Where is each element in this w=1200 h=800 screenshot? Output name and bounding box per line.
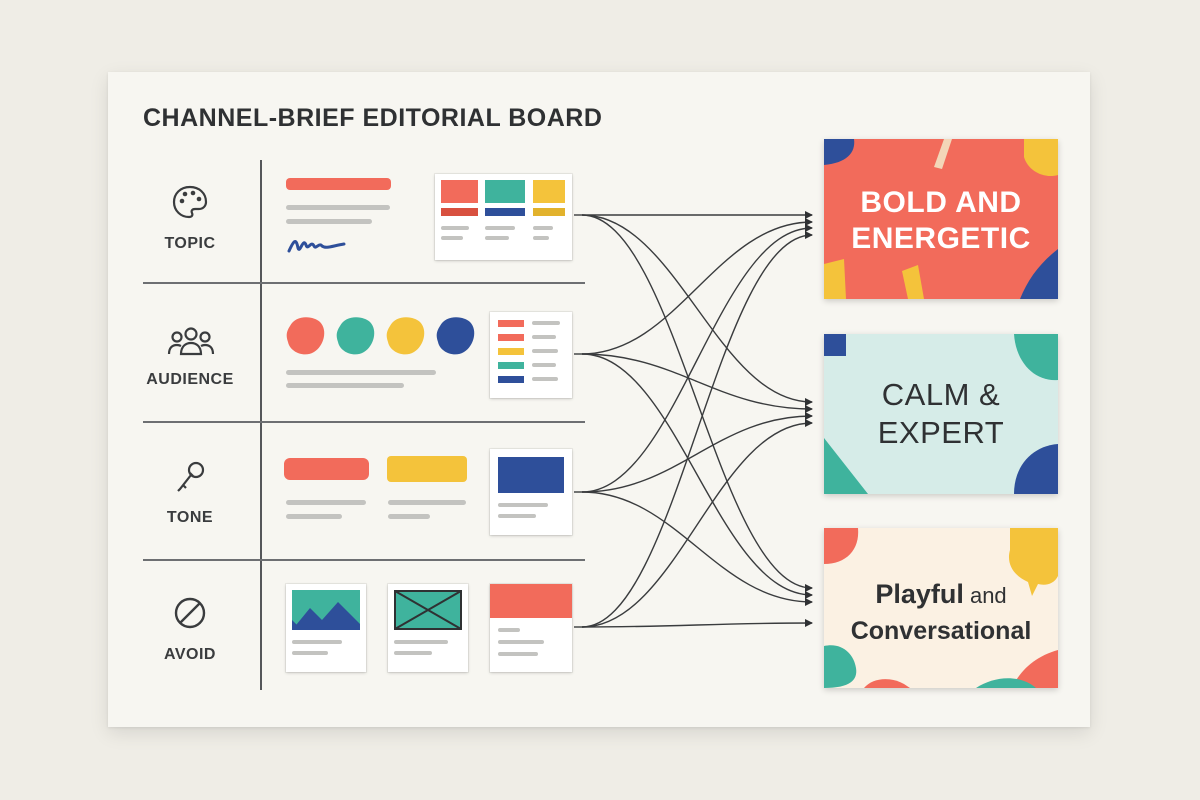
output-title-line1: CALM &: [881, 377, 1001, 412]
connector-line: [581, 419, 813, 628]
row-label-audience: AUDIENCE: [146, 371, 234, 388]
palette-icon: [172, 185, 208, 219]
row-divider: [143, 559, 585, 561]
output-card-bold: BOLD AND ENERGETIC: [824, 139, 1058, 299]
connector-line: [581, 214, 813, 406]
output-title-line2: Conversational: [850, 617, 1032, 645]
connector-line: [581, 491, 813, 606]
swatch-bar: [387, 456, 467, 482]
text-line: [286, 219, 372, 224]
text-line: [286, 370, 436, 375]
output-title-line2: EXPERT: [877, 415, 1005, 450]
text-line: [286, 205, 390, 210]
connector-line: [581, 353, 813, 413]
swatch-bar: [286, 178, 391, 190]
text-line: [388, 500, 466, 505]
palette-card: [435, 174, 572, 260]
row-label-tone: TONE: [166, 509, 214, 526]
image-card: [286, 584, 366, 672]
label-divider: [260, 160, 262, 690]
output-title-playful: Playful: [875, 579, 964, 609]
output-title-line1: BOLD AND: [860, 186, 1022, 219]
connector-line: [581, 214, 813, 592]
output-card-playful: Playful and Conversational: [824, 528, 1058, 688]
output-card-calm: CALM & EXPERT: [824, 334, 1058, 494]
text-line: [286, 383, 404, 388]
connector-line: [581, 231, 813, 628]
output-title-line2: ENERGETIC: [851, 222, 1031, 255]
connector-line: [581, 224, 813, 493]
swatch-bar: [284, 458, 369, 480]
legend-card: [490, 312, 572, 398]
connector-line: [581, 412, 813, 493]
output-title-and: and: [963, 583, 1007, 608]
text-line: [388, 514, 430, 519]
color-blobs: [286, 317, 475, 355]
squiggle-mark: [287, 240, 346, 253]
board-title: CHANNEL-BRIEF EDITORIAL BOARD: [143, 104, 603, 132]
people-icon: [167, 327, 215, 356]
microphone-icon: [177, 461, 205, 492]
prohibited-icon: [174, 597, 206, 629]
row-divider: [143, 421, 585, 423]
tone-card: [490, 449, 572, 535]
connector-line: [581, 353, 813, 599]
editorial-board: CHANNEL-BRIEF EDITORIAL BOARD TOPIC AUDI…: [108, 72, 1090, 727]
placeholder-card: [388, 584, 468, 672]
avoid-card: [490, 584, 572, 672]
row-divider: [143, 282, 585, 284]
text-line: [286, 500, 366, 505]
connector-line: [581, 218, 813, 355]
row-label-topic: TOPIC: [164, 235, 216, 252]
text-line: [286, 514, 342, 519]
row-label-avoid: AVOID: [164, 646, 216, 663]
connector-line: [581, 619, 813, 628]
connection-wires: [574, 211, 813, 628]
